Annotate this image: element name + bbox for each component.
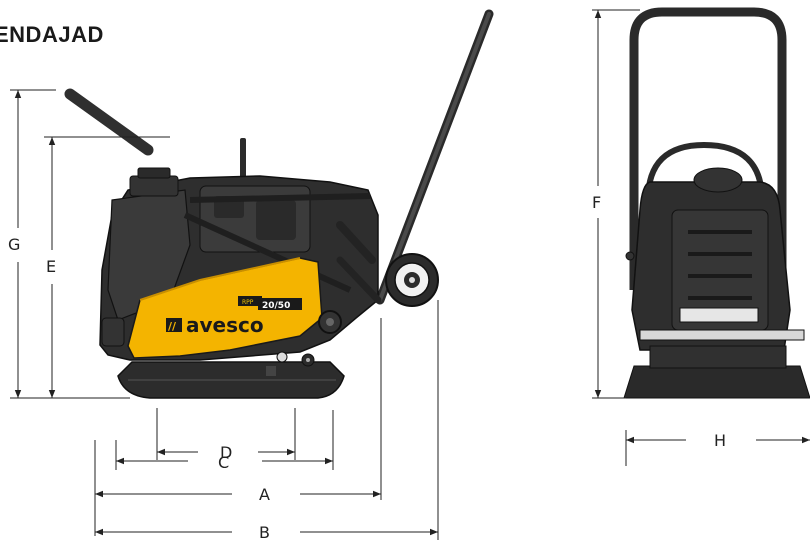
- rear-handle-loop: [629, 7, 787, 290]
- model-badge: RPP 20/50: [238, 296, 302, 311]
- model-label: 20/50: [262, 301, 290, 311]
- folded-handle: [64, 88, 154, 156]
- exhaust-post: [240, 138, 246, 186]
- series-label: RPP: [242, 299, 254, 306]
- side-dimensions: [10, 89, 439, 540]
- brand-name: avesco: [186, 313, 264, 337]
- page-title: ENDAJAD: [0, 22, 104, 47]
- rear-dimensions: [592, 9, 810, 466]
- dim-label-g: G: [8, 235, 20, 254]
- dim-label-a: A: [259, 485, 270, 504]
- dim-label-f: F: [592, 193, 601, 212]
- dim-label-c: C: [218, 453, 229, 472]
- dim-label-b: B: [259, 523, 270, 542]
- dim-label-e: E: [46, 257, 56, 276]
- side-handle: [375, 9, 494, 305]
- rear-dimension-labels: F H: [592, 193, 726, 450]
- dim-label-d: D: [220, 443, 232, 462]
- dim-label-h: H: [714, 431, 726, 450]
- rear-base-plate: [623, 365, 810, 399]
- svg-text://: //: [168, 320, 177, 333]
- side-view-machine: // avesco RPP 20/50: [64, 9, 494, 399]
- brand-logo: // avesco: [166, 313, 264, 337]
- side-dimension-labels: G E D C A B: [8, 235, 270, 542]
- rear-view-machine: [623, 7, 810, 399]
- transport-wheel: [385, 253, 439, 307]
